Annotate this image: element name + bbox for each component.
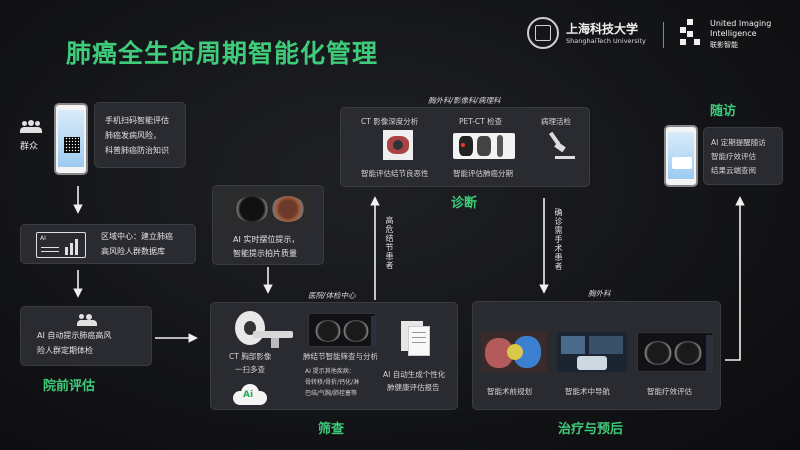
pet-ct-image <box>453 133 515 159</box>
ct-scan-thumbnail <box>227 192 311 226</box>
region-dashboard-icon: AI <box>36 232 86 258</box>
region-center-box: AI 区域中心：建立肺癌 高风险人群数据库 <box>20 224 196 264</box>
nodule-screen-image <box>308 313 376 347</box>
screening-panel: CT 胸部影像 一扫多查 Ai 肺结节智能筛查与分析 AI 提示其他疾病： 骨转… <box>210 302 458 410</box>
ai-cloud-icon: Ai <box>233 383 267 405</box>
nodule-label: 肺结节智能筛查与分析 <box>303 352 378 361</box>
treatment-panel: 智能术前规划 智能术中导航 智能疗效评估 <box>472 301 721 410</box>
shanghaitech-logo <box>527 17 559 49</box>
followup-line-1: AI 定期提醒随访 <box>711 138 766 147</box>
diag-item-1-bottom: 智能评估结节良恶性 <box>361 169 429 178</box>
treatment-item-2: 智能术中导航 <box>565 387 610 396</box>
nodule-sub-line-3: 巴结/气胸/肺栓塞等 <box>305 390 358 397</box>
phone-box-line-3: 科普肺癌防治知识 <box>105 146 169 155</box>
ct-label-line-2: 一扫多查 <box>235 365 265 374</box>
diag-item-2-top: PET-CT 检查 <box>459 117 503 126</box>
treatment-item-1: 智能术前规划 <box>487 387 532 396</box>
page-title: 肺癌全生命周期智能化管理 <box>66 39 379 68</box>
followup-box: AI 定期提醒随访 智能疗效评估 结果云端查阅 <box>703 127 783 185</box>
ai-box-line-2: 险人群定期体检 <box>37 346 93 355</box>
region-box-line-2: 高风险人群数据库 <box>101 247 165 256</box>
logo-divider <box>663 22 664 48</box>
phone-scan-image <box>54 103 88 175</box>
diagnosis-panel: CT 影像深度分析 智能评估结节良恶性 PET-CT 检查 智能评估肺癌分期 病… <box>340 107 590 187</box>
uii-logo-icon <box>680 19 700 49</box>
scan-positioning-box: AI 实时摆位提示， 智能提示拍片质量 <box>212 185 324 265</box>
crowd-label: 群众 <box>20 142 39 152</box>
nodule-sub-line-1: AI 提示其他疾病： <box>305 368 355 375</box>
ct-analysis-image <box>383 130 413 160</box>
scan-box-line-2: 智能提示拍片质量 <box>233 249 297 258</box>
followup-line-2: 智能疗效评估 <box>711 152 756 161</box>
scan-box-line-1: AI 实时摆位提示， <box>233 235 300 244</box>
ct-label-line-1: CT 胸部影像 <box>229 352 272 361</box>
uii-name-en-2: Intelligence <box>710 29 757 38</box>
ai-box-line-1: AI 自动提示肺癌高风 <box>37 331 112 340</box>
phone-box-line-1: 手机扫码智能评估 <box>105 116 169 125</box>
shanghaitech-name-cn: 上海科技大学 <box>566 22 639 36</box>
biopsy-needle-icon <box>547 131 577 162</box>
stage-label-screening: 筛查 <box>318 422 345 437</box>
stage-label-treatment: 治疗与预后 <box>558 422 624 437</box>
phone-assessment-box: 手机扫码智能评估 肺癌发病风险， 科普肺癌防治知识 <box>94 102 186 168</box>
report-label-line-2: 肺健康评估报告 <box>387 383 440 392</box>
region-icon-label: AI <box>40 235 46 242</box>
group-label-hospital: 医院/体检中心 <box>308 291 356 300</box>
group-users-icon <box>77 314 97 326</box>
group-label-thoracic: 胸外科 <box>588 289 611 298</box>
phone-box-line-2: 肺癌发病风险， <box>105 131 161 140</box>
stage-label-pre-hospital: 院前评估 <box>43 379 96 394</box>
arrow-label-high-risk: 高危结节患者 <box>385 216 394 270</box>
ct-scanner-image <box>231 311 293 349</box>
surgical-planning-image <box>481 332 547 372</box>
crowd-icon <box>20 120 42 134</box>
report-label-line-1: AI 自动生成个性化 <box>383 370 446 379</box>
group-label-diagnosis: 胸外科/影像科/病理科 <box>428 96 501 105</box>
diag-item-3-top: 病理活检 <box>541 117 571 126</box>
health-report-image <box>401 321 431 357</box>
followup-line-3: 结果云端查阅 <box>711 166 756 175</box>
efficacy-evaluation-image <box>637 332 713 372</box>
arrow-treatment-to-followup <box>725 196 745 361</box>
surgical-navigation-image <box>557 332 627 372</box>
uii-name-cn: 联影智能 <box>710 41 738 49</box>
arrow-label-surgery: 确诊需手术患者 <box>554 208 563 271</box>
nodule-sub-line-2: 骨转移/骨折/钙化/淋 <box>305 379 360 386</box>
stage-label-diagnosis: 诊断 <box>451 196 478 211</box>
ai-cloud-label: Ai <box>243 390 254 400</box>
shanghaitech-name-en: ShanghaiTech University <box>566 37 646 45</box>
diag-item-1-top: CT 影像深度分析 <box>361 117 419 126</box>
region-box-line-1: 区域中心：建立肺癌 <box>101 232 173 241</box>
ai-checkup-box: AI 自动提示肺癌高风 险人群定期体检 <box>20 306 152 366</box>
uii-name-en-1: United Imaging <box>710 19 772 28</box>
treatment-item-3: 智能疗效评估 <box>647 387 692 396</box>
stage-label-followup: 随访 <box>710 104 737 119</box>
diag-item-2-bottom: 智能评估肺癌分期 <box>453 169 513 178</box>
phone-followup-image <box>664 125 698 187</box>
